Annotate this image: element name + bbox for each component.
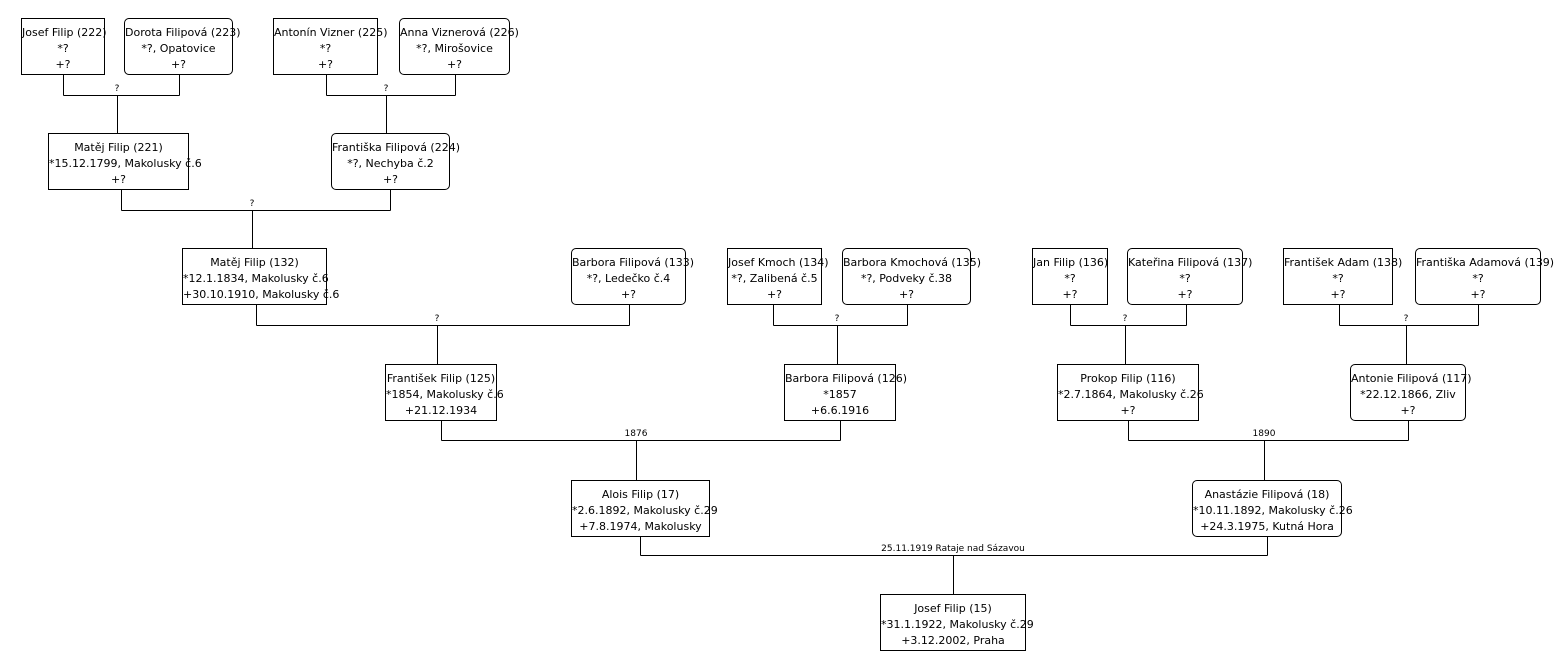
person-death: +?: [898, 288, 915, 301]
person-box[interactable]: František Adam (138) *? +?: [1283, 248, 1403, 305]
person-birth: *?: [1472, 272, 1484, 285]
marriage-label: 1876: [624, 429, 648, 439]
person-box[interactable]: Anastázie Filipová (18) *10.11.1892, Mako…: [1192, 480, 1353, 537]
person-birth: *?, Zalibená č.5: [731, 272, 818, 285]
person-birth: *?: [57, 42, 69, 55]
person-birth: *2.7.1864, Makolusky č.26: [1058, 388, 1204, 401]
person-name: Josef Kmoch (134): [728, 256, 829, 269]
person-name: Anastázie Filipová (18): [1204, 488, 1330, 501]
person-name: Kateřina Filipová (137): [1128, 256, 1253, 269]
person-box[interactable]: Barbora Filipová (126) *1857 +6.6.1916: [784, 364, 908, 421]
person-box[interactable]: Josef Filip (15) *31.1.1922, Makolusky č.…: [880, 594, 1034, 651]
person-birth: *1854, Makolusky č.6: [386, 388, 504, 401]
person-death: +?: [1400, 404, 1416, 417]
marriage-label: ?: [383, 84, 389, 94]
person-death: +?: [55, 58, 71, 71]
person-name: Alois Filip (17): [601, 488, 680, 501]
person-birth: *?: [1064, 272, 1076, 285]
person-box[interactable]: Barbora Kmochová (135) *?, Podveky č.38 +?: [842, 248, 982, 305]
person-birth: *?, Nechyba č.2: [347, 157, 434, 170]
person-box[interactable]: Františka Filipová (224) *?, Nechyba č.2 +…: [331, 133, 461, 190]
person-box[interactable]: Prokop Filip (116) *2.7.1864, Makolusky č…: [1057, 364, 1204, 421]
person-box[interactable]: Kateřina Filipová (137) *? +?: [1127, 248, 1253, 305]
person-death: +?: [1120, 404, 1136, 417]
person-box[interactable]: Anna Viznerová (226) *?, Mirošovice +?: [399, 18, 519, 75]
person-death: +?: [446, 58, 463, 71]
person-birth: *15.12.1799, Makolusky č.6: [49, 157, 202, 170]
person-birth: *?: [1179, 272, 1191, 285]
person-name: Jan Filip (136): [1033, 256, 1109, 269]
person-death: +?: [1062, 288, 1078, 301]
marriage-label: ?: [114, 84, 120, 94]
marriage-label: ?: [834, 314, 840, 324]
person-name: Antonie Filipová (117): [1351, 372, 1472, 385]
marriage-label: ?: [434, 314, 440, 324]
person-name: Prokop Filip (116): [1080, 372, 1176, 385]
person-name: Matěj Filip (221): [74, 141, 163, 154]
person-birth: *2.6.1892, Makolusky č.29: [572, 504, 718, 517]
person-box[interactable]: Matěj Filip (221) *15.12.1799, Makolusky …: [48, 133, 202, 190]
person-death: +?: [1470, 288, 1486, 301]
person-death: +?: [382, 173, 399, 186]
person-death: +?: [1330, 288, 1346, 301]
person-birth: *10.11.1892, Makolusky č.26: [1193, 504, 1353, 517]
person-birth: *31.1.1922, Makolusky č.29: [881, 618, 1034, 631]
person-box[interactable]: Josef Kmoch (134) *?, Zalibená č.5 +?: [727, 248, 829, 305]
person-box[interactable]: Josef Filip (222) *? +?: [21, 18, 107, 75]
person-birth: *?, Opatovice: [141, 42, 216, 55]
person-name: Josef Filip (222): [22, 26, 107, 39]
person-name: Matěj Filip (132): [210, 256, 299, 269]
person-box[interactable]: Františka Adamová (139) *? +?: [1415, 248, 1555, 305]
person-birth: *22.12.1866, Zliv: [1360, 388, 1456, 401]
person-name: František Filip (125): [386, 372, 496, 385]
person-name: Františka Adamová (139): [1416, 256, 1555, 269]
person-name: Anna Viznerová (226): [400, 26, 519, 39]
person-name: Josef Filip (15): [914, 602, 992, 615]
person-death: +7.8.1974, Makolusky: [579, 520, 702, 533]
person-name: Barbora Kmochová (135): [843, 256, 982, 269]
person-death: +6.6.1916: [810, 404, 870, 417]
person-death: +3.12.2002, Praha: [901, 634, 1005, 647]
person-box[interactable]: František Filip (125) *1854, Makolusky č.…: [385, 364, 504, 421]
person-birth: *?, Podveky č.38: [860, 272, 953, 285]
person-death: +?: [317, 58, 334, 71]
person-death: +?: [620, 288, 637, 301]
person-name: František Adam (138): [1284, 256, 1403, 269]
person-birth: *?: [319, 42, 332, 55]
person-death: +24.3.1975, Kutná Hora: [1200, 520, 1334, 533]
person-birth: *12.1.1834, Makolusky č.6: [183, 272, 329, 285]
person-death: +?: [766, 288, 783, 301]
person-box[interactable]: Matěj Filip (132) *12.1.1834, Makolusky č…: [182, 248, 340, 305]
person-death: +?: [1177, 288, 1193, 301]
person-name: Antonín Vizner (225): [274, 26, 388, 39]
person-birth: *?: [1332, 272, 1344, 285]
person-death: +21.12.1934: [404, 404, 478, 417]
person-box[interactable]: Jan Filip (136) *? +?: [1032, 248, 1108, 305]
marriage-label: ?: [249, 199, 255, 209]
marriage-label: ?: [1122, 314, 1128, 324]
person-box[interactable]: Alois Filip (17) *2.6.1892, Makolusky č.2…: [571, 480, 718, 537]
marriage-label: 25.11.1919 Rataje nad Sázavou: [881, 544, 1025, 554]
marriage-label: ?: [1403, 314, 1409, 324]
person-birth: *?, Mirošovice: [416, 42, 493, 55]
person-box[interactable]: Barbora Filipová (133) *?, Ledečko č.4 +?: [571, 248, 695, 305]
person-name: Barbora Filipová (133): [572, 256, 695, 269]
person-name: Barbora Filipová (126): [785, 372, 908, 385]
person-name: Františka Filipová (224): [332, 141, 461, 154]
person-box[interactable]: Antonie Filipová (117) *22.12.1866, Zliv +…: [1350, 364, 1472, 421]
person-death: +?: [110, 173, 127, 186]
person-birth: *?, Ledečko č.4: [586, 272, 671, 285]
person-death: +30.10.1910, Makolusky č.6: [183, 288, 340, 301]
person-name: Dorota Filipová (223): [125, 26, 241, 39]
marriage-label: 1890: [1252, 429, 1276, 439]
person-death: +?: [170, 58, 187, 71]
person-box[interactable]: Antonín Vizner (225) *? +?: [273, 18, 388, 75]
person-birth: *1857: [823, 388, 857, 401]
person-box[interactable]: Dorota Filipová (223) *?, Opatovice +?: [124, 18, 241, 75]
